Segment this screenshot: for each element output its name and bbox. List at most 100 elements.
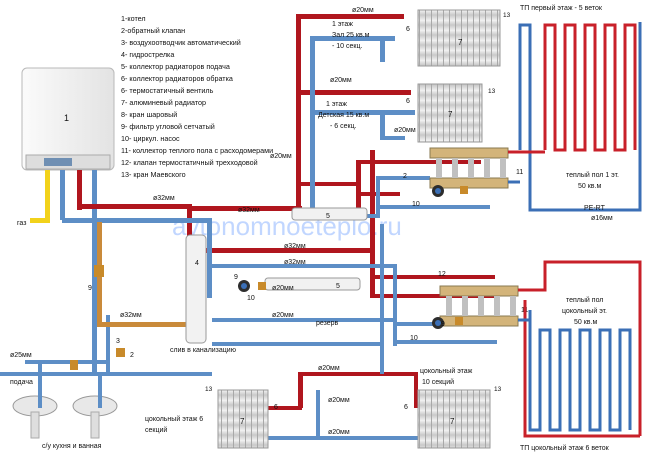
radiator-collector-top: 5 <box>291 207 368 221</box>
warm-base-line3: 50 кв.м <box>574 319 597 326</box>
base-left-line2: секций <box>145 426 167 434</box>
d32-label-d: ø32мм <box>284 259 306 266</box>
sink-left <box>12 395 58 439</box>
num-5b: 5 <box>336 283 340 290</box>
legend-item-4: 4- гидрострелка <box>121 50 174 59</box>
floor1-child-line2: Детская 15 кв.м <box>318 112 369 119</box>
d32-label-b: ø32мм <box>238 207 260 214</box>
legend-item-6: 6- коллектор радиаторов обратка <box>121 74 233 83</box>
d25-label: ø25мм <box>10 352 32 359</box>
num-10a: 10 <box>412 201 420 208</box>
num-3: 3 <box>116 338 120 345</box>
supply-pipes <box>80 14 495 410</box>
base-right-line2: 10 секций <box>422 378 454 386</box>
boiler-outlets <box>45 170 97 375</box>
radiator-floor1-hall: 7 13 6 <box>406 9 511 67</box>
drain-label: слив в канализацию <box>170 347 236 354</box>
floor1-hall-line3: - 10 секц. <box>332 43 362 50</box>
num-10b: 10 <box>247 295 255 302</box>
legend-item-11: 10- циркул. насос <box>121 134 180 143</box>
hydro-separator: 4 <box>185 234 207 344</box>
d20-label-h: ø20мм <box>328 429 350 436</box>
num-7b: 7 <box>448 110 453 119</box>
legend-item-13: 12- клапан термостатичный трехходовой <box>121 158 258 167</box>
num-9a: 9 <box>88 285 92 292</box>
gas-label: газ <box>17 220 26 227</box>
d20-label-i: ø20мм <box>272 285 294 292</box>
warm-base-line1: теплый пол <box>566 296 603 304</box>
legend-item-1: 1-котел <box>121 14 146 23</box>
d32-label-c: ø32мм <box>284 243 306 250</box>
pe-rt-label: PE-RT <box>584 205 606 212</box>
reserve-label: резерв <box>316 320 339 327</box>
num-5a: 5 <box>326 213 330 220</box>
legend: 1-котел 2-обратный клапан 3- воздухоотво… <box>121 14 273 179</box>
num-7c: 7 <box>240 417 245 426</box>
warm-floor1-line1: теплый пол 1 эт. <box>566 171 619 179</box>
legend-item-7: 6- термостатичный вентиль <box>121 86 214 95</box>
d32-label-a: ø32мм <box>153 195 175 202</box>
base-right-line1: цокольный этаж <box>420 367 473 375</box>
floor1-child-line1: 1 этаж <box>326 101 347 108</box>
kitchen-bath-label: с/у кухня и ванная <box>42 443 102 450</box>
legend-item-10: 9- фильтр угловой сетчатый <box>121 122 215 131</box>
radiator-basement-left: 7 13 6 <box>205 386 278 449</box>
num-9b: 9 <box>234 274 238 281</box>
d20-label-g: ø20мм <box>328 397 350 404</box>
num-13b: 13 <box>488 88 496 95</box>
num-10c: 10 <box>410 335 418 342</box>
legend-item-5: 5- коллектор радиаторов подача <box>121 62 230 71</box>
floor1-child-line3: - 6 секц. <box>330 123 357 130</box>
d20-label-a: ø20мм <box>352 7 374 14</box>
legend-item-14: 13- кран Маевского <box>121 170 186 179</box>
tp-first-label: ТП первый этаж - 5 веток <box>520 4 603 12</box>
warm-floor1-line2: 50 кв.м <box>578 183 601 190</box>
fittings <box>70 186 468 370</box>
num-6b: 6 <box>406 98 410 105</box>
d16-label: ø16мм <box>591 215 613 222</box>
num-7d: 7 <box>450 417 455 426</box>
num-2a: 2 <box>130 352 134 359</box>
legend-item-3: 3- воздухоотводчик автоматический <box>121 38 241 47</box>
num-13c: 13 <box>205 386 213 393</box>
d32-label-e: ø32мм <box>120 312 142 319</box>
num-2b: 2 <box>403 173 407 180</box>
water-riser-right <box>98 375 102 408</box>
num-6a: 6 <box>406 26 410 33</box>
legend-item-8: 7- алюминевый радиатор <box>121 98 206 107</box>
base-left-line1: цокольный этаж 6 <box>145 415 203 423</box>
water-riser-left <box>38 362 42 408</box>
radiator-floor1-child: 7 13 6 <box>406 83 496 143</box>
legend-item-2: 2-обратный клапан <box>121 26 185 35</box>
supply-label: подача <box>10 379 33 386</box>
gas-pipe <box>30 218 50 223</box>
boiler: 1 <box>21 67 115 171</box>
floor1-hall-line2: Зал 25 кв.м <box>332 32 370 39</box>
warm-base-line2: цокольный эт. <box>562 307 607 315</box>
radiator-basement-right: 7 13 6 <box>404 386 502 449</box>
num-6d: 6 <box>404 404 408 411</box>
num-13d: 13 <box>494 386 502 393</box>
num-12: 12 <box>438 271 446 278</box>
num-7a: 7 <box>458 38 463 47</box>
sink-right <box>72 395 118 439</box>
radiator-collector-bottom: 5 <box>264 277 361 291</box>
d20-label-d: ø20мм <box>270 153 292 160</box>
num-6c: 6 <box>274 404 278 411</box>
num-11a: 11 <box>516 169 523 176</box>
boiler-number: 1 <box>64 113 69 123</box>
legend-item-9: 8- кран шаровый <box>121 110 177 119</box>
d20-label-f: ø20мм <box>318 365 340 372</box>
legend-item-12: 11- коллектор теплого пола с расходомера… <box>121 146 273 155</box>
pumps <box>238 185 444 329</box>
num-13a: 13 <box>503 12 511 19</box>
return-pipes <box>0 36 497 440</box>
num-4: 4 <box>195 260 199 267</box>
gas-pipe-riser <box>45 206 50 223</box>
d20-label-e: ø20мм <box>272 312 294 319</box>
d20-label-b: ø20мм <box>330 77 352 84</box>
floor1-hall-line1: 1 этаж <box>332 21 353 28</box>
warm-floor-collector-2: 11 <box>439 285 528 327</box>
